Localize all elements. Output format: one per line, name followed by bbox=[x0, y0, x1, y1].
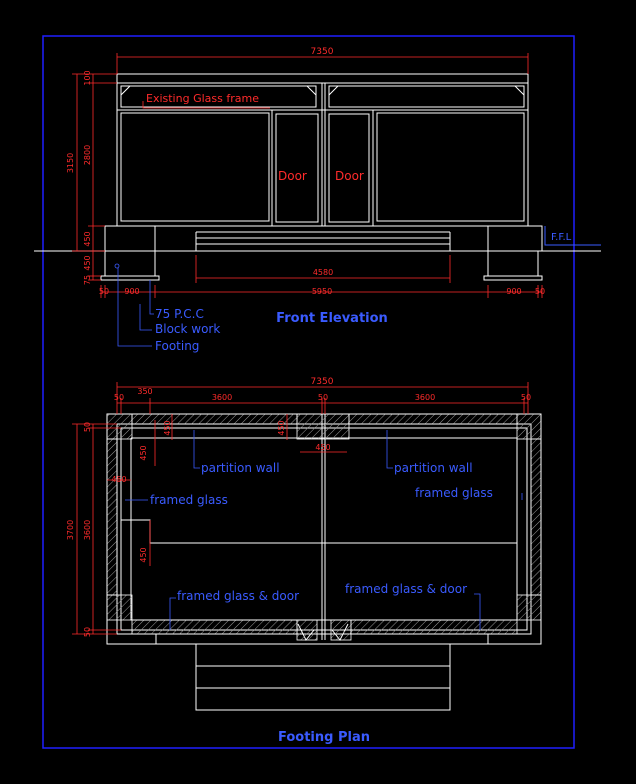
plan-dim-450-d: 450 bbox=[315, 443, 330, 452]
elev-dim-right-900: 900 bbox=[506, 287, 521, 296]
plan-dim-50-bottom: 50 bbox=[83, 627, 92, 637]
elev-dim-left-900: 900 bbox=[124, 287, 139, 296]
label-framed-glass-right: framed glass bbox=[415, 486, 493, 500]
pad-top-left bbox=[106, 413, 133, 440]
plan-dim-top-50-right: 50 bbox=[521, 393, 531, 402]
elev-dim-center: 5950 bbox=[312, 287, 332, 296]
plan-dim-50-top: 50 bbox=[83, 422, 92, 432]
elev-footing-a: 450 bbox=[83, 255, 92, 270]
plinth bbox=[104, 225, 543, 252]
elev-dim-steps: 4580 bbox=[313, 268, 333, 277]
footing-right bbox=[487, 250, 539, 277]
pad-top-mid bbox=[296, 413, 350, 440]
plan-dimensions bbox=[72, 382, 529, 635]
top-beam bbox=[116, 73, 529, 84]
plan-dim-450-a: 450 bbox=[139, 445, 148, 460]
plan-dim-height-3600: 3600 bbox=[83, 520, 92, 540]
footing-plan bbox=[106, 413, 542, 711]
plan-dim-top-350: 350 bbox=[137, 387, 152, 396]
footing-left bbox=[104, 250, 156, 277]
label-partition-left: partition wall bbox=[201, 461, 280, 475]
door-left bbox=[271, 109, 323, 227]
pad-bottom-mid-right bbox=[330, 619, 352, 641]
elev-overall-width: 7350 bbox=[311, 47, 334, 57]
plan-dim-450-b: 450 bbox=[163, 420, 172, 435]
footing-pads bbox=[106, 413, 542, 641]
plan-dim-top-50-mid: 50 bbox=[318, 393, 328, 402]
elev-dim-left-50: 50 bbox=[99, 287, 109, 296]
ffl-level-mark: F.F.L bbox=[551, 232, 572, 243]
label-framed-glass-door-left: framed glass & door bbox=[177, 589, 299, 603]
elev-height-glass: 2800 bbox=[83, 145, 92, 165]
pad-bottom-left bbox=[106, 594, 133, 621]
label-door-right: Door bbox=[335, 169, 364, 183]
label-block-work: Block work bbox=[155, 322, 220, 336]
plan-dim-450-f: 450 bbox=[139, 547, 148, 562]
elev-height-plinth: 450 bbox=[83, 231, 92, 246]
plan-dim-450-e: 450 bbox=[111, 475, 126, 484]
label-framed-glass-door-right: framed glass & door bbox=[345, 582, 467, 596]
label-pcc: 75 P.C.C bbox=[155, 307, 204, 321]
plan-dim-height-3700: 3700 bbox=[66, 520, 75, 540]
elev-height-top: 100 bbox=[83, 70, 92, 85]
elev-dim-right-50: 50 bbox=[535, 287, 545, 296]
elevation-dimensions bbox=[72, 53, 543, 298]
plan-overall-width: 7350 bbox=[311, 377, 334, 387]
pad-bottom-mid-left bbox=[296, 619, 318, 641]
elevation-leaders bbox=[114, 101, 270, 347]
plan-dim-top-50-left: 50 bbox=[114, 393, 124, 402]
plan-dim-top-3600-left: 3600 bbox=[212, 393, 232, 402]
label-partition-right: partition wall bbox=[394, 461, 473, 475]
glass-panel-right bbox=[372, 109, 529, 227]
plan-dim-top-3600-right: 3600 bbox=[415, 393, 435, 402]
elev-height-total: 3150 bbox=[66, 153, 75, 173]
plan-leaders bbox=[125, 430, 523, 630]
glass-panel-left bbox=[116, 109, 273, 227]
elevation-title: Front Elevation bbox=[276, 311, 388, 326]
elev-footing-b: 75 bbox=[83, 275, 92, 285]
plan-dim-450-c: 450 bbox=[277, 420, 286, 435]
front-elevation bbox=[34, 73, 601, 281]
label-framed-glass-left: framed glass bbox=[150, 493, 228, 507]
pad-top-right bbox=[516, 413, 542, 440]
label-glass-frame: Existing Glass frame bbox=[146, 92, 259, 105]
label-door-left: Door bbox=[278, 169, 307, 183]
door-right bbox=[324, 109, 374, 227]
sheet-border bbox=[42, 35, 575, 749]
label-footing: Footing bbox=[155, 339, 199, 353]
plan-title: Footing Plan bbox=[278, 730, 370, 745]
pad-bottom-right bbox=[516, 594, 542, 621]
